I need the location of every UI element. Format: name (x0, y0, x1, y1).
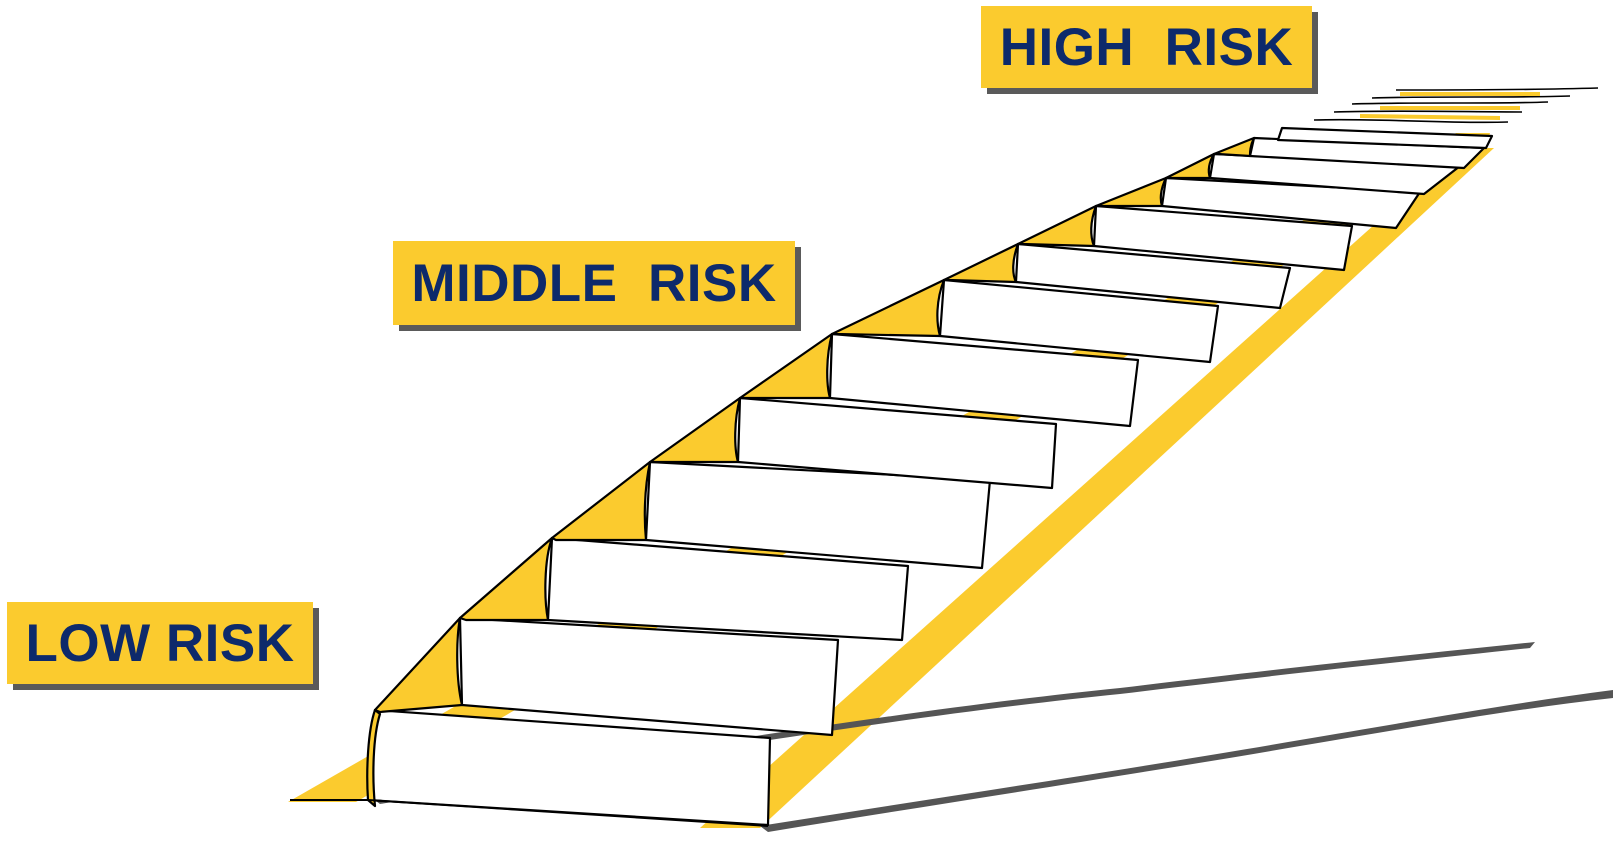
step-3-tread (546, 536, 910, 642)
sketch-fill-3 (1400, 92, 1540, 96)
sketch-line-1 (1313, 118, 1509, 124)
step-4-riser (550, 460, 652, 542)
step-5-riser (648, 396, 742, 464)
step-6-riser (738, 332, 834, 400)
step-1-riser (366, 708, 382, 808)
steps (366, 126, 1494, 827)
step-9-tread (1092, 204, 1354, 272)
stair-base-outline (290, 799, 769, 827)
step-12-riser (1212, 136, 1256, 158)
step-7-tread (938, 278, 1220, 364)
step-8-riser (942, 242, 1020, 284)
step-5-tread (736, 396, 1058, 490)
sketch-line-3 (1351, 101, 1549, 105)
step-2-tread (458, 616, 840, 737)
step-13-tread (1276, 126, 1494, 150)
low-risk-label: LOW RISK (7, 602, 313, 684)
step-2-riser (373, 616, 464, 714)
step-3-riser (458, 536, 554, 622)
sketch-line-2 (1333, 110, 1523, 113)
sketch-line-4 (1371, 95, 1571, 99)
sketch-fill-2 (1380, 106, 1520, 110)
floor-shadow-upper (372, 642, 1535, 804)
step-11-riser (1164, 152, 1216, 180)
step-9-riser (1016, 204, 1098, 248)
step-8-tread (1014, 242, 1292, 310)
step-7-riser (830, 278, 946, 338)
stair-stripe-right (700, 148, 1494, 828)
sketch-line-5 (1395, 87, 1599, 91)
sketch-fill-1 (1360, 114, 1500, 120)
floor-shadow-lower (760, 690, 1613, 832)
middle-risk-label: MIDDLE RISK (393, 241, 795, 325)
step-6-tread (828, 332, 1140, 428)
high-risk-label: HIGH RISK (981, 6, 1312, 88)
step-1-tread (366, 708, 772, 827)
top-sketch-lines (1313, 87, 1599, 124)
step-10-riser (1094, 176, 1168, 208)
top-sketch-fills (1360, 92, 1540, 120)
